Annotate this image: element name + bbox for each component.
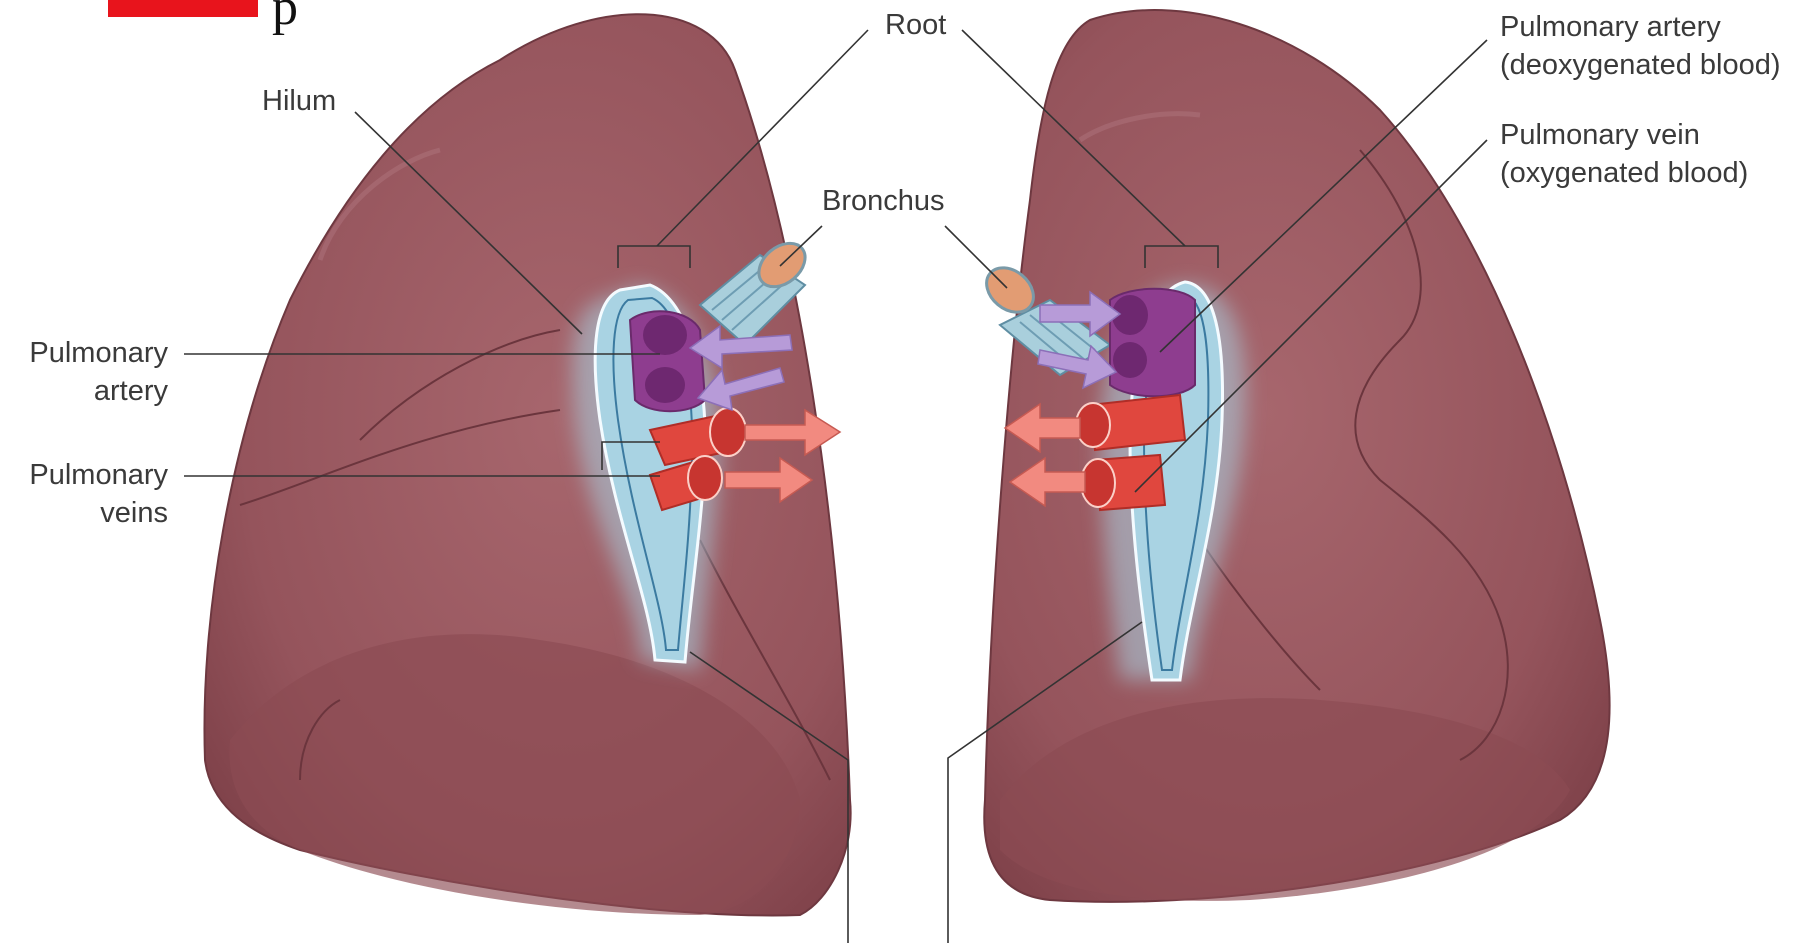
pulmonary-artery-label-right-line2: (deoxygenated blood) <box>1500 46 1781 84</box>
pulmonary-vein-label-right-line2: (oxygenated blood) <box>1500 154 1748 192</box>
left-lung <box>204 14 850 915</box>
pulmonary-veins-label-left-line1: Pulmonary <box>0 456 168 494</box>
pulmonary-vein-label-right-line1: Pulmonary vein <box>1500 116 1748 154</box>
title-accent-bar <box>108 0 258 17</box>
bronchus-label: Bronchus <box>822 182 945 220</box>
root-label: Root <box>885 6 946 44</box>
pulmonary-artery-label-right: Pulmonary artery (deoxygenated blood) <box>1500 8 1781 84</box>
pulmonary-vein-label-right: Pulmonary vein (oxygenated blood) <box>1500 116 1748 192</box>
left-pulmonary-artery <box>630 311 705 411</box>
heading-fragment: p <box>272 0 298 38</box>
pulmonary-artery-label-left-line2: artery <box>0 372 168 410</box>
hilum-label: Hilum <box>262 82 336 120</box>
right-pulmonary-artery <box>1110 289 1195 397</box>
pulmonary-artery-label-right-line1: Pulmonary artery <box>1500 8 1781 46</box>
pulmonary-artery-label-left: Pulmonary artery <box>0 334 168 410</box>
pulmonary-veins-label-left-line2: veins <box>0 494 168 532</box>
pulmonary-artery-label-left-line1: Pulmonary <box>0 334 168 372</box>
pulmonary-veins-label-left: Pulmonary veins <box>0 456 168 532</box>
bronchus-leader-right <box>945 226 1007 288</box>
